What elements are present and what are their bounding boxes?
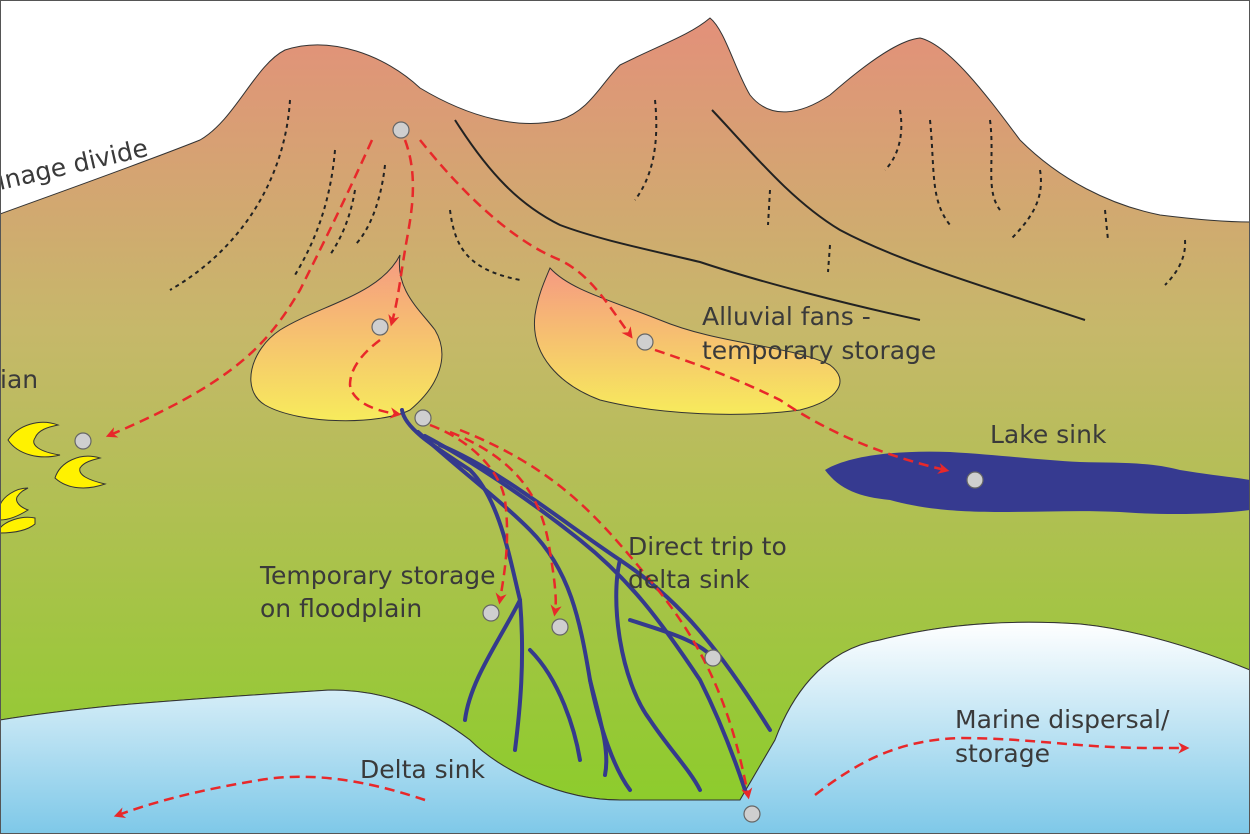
label-alluvial-line1: Alluvial fans - — [702, 302, 871, 331]
sediment-grains — [74, 121, 984, 823]
label-alluvial-line2: temporary storage — [702, 336, 936, 365]
ridge-line-1 — [454, 119, 921, 321]
routing-arrows — [105, 139, 1190, 819]
label-floodplain-line2: on floodplain — [260, 594, 422, 623]
label-aeolian: ian — [0, 365, 38, 394]
label-delta-sink: Delta sink — [360, 755, 485, 784]
label-direct-line1: Direct trip to — [628, 532, 787, 561]
label-floodplain-line1: Temporary storage — [259, 561, 496, 590]
alluvial-fan-left — [250, 254, 443, 422]
label-direct-line2: delta sink — [628, 565, 750, 594]
lake — [825, 451, 1250, 515]
alluvial-fan-right — [533, 267, 841, 415]
river-channels — [400, 408, 772, 792]
label-marine-line2: storage — [955, 739, 1050, 768]
label-marine-line1: Marine dispersal/ — [955, 705, 1170, 734]
ridge-line-2 — [711, 109, 1086, 321]
label-lake-sink: Lake sink — [990, 420, 1107, 449]
sea — [0, 621, 1250, 834]
dunes — [0, 421, 107, 534]
gully-lines — [169, 99, 1187, 291]
